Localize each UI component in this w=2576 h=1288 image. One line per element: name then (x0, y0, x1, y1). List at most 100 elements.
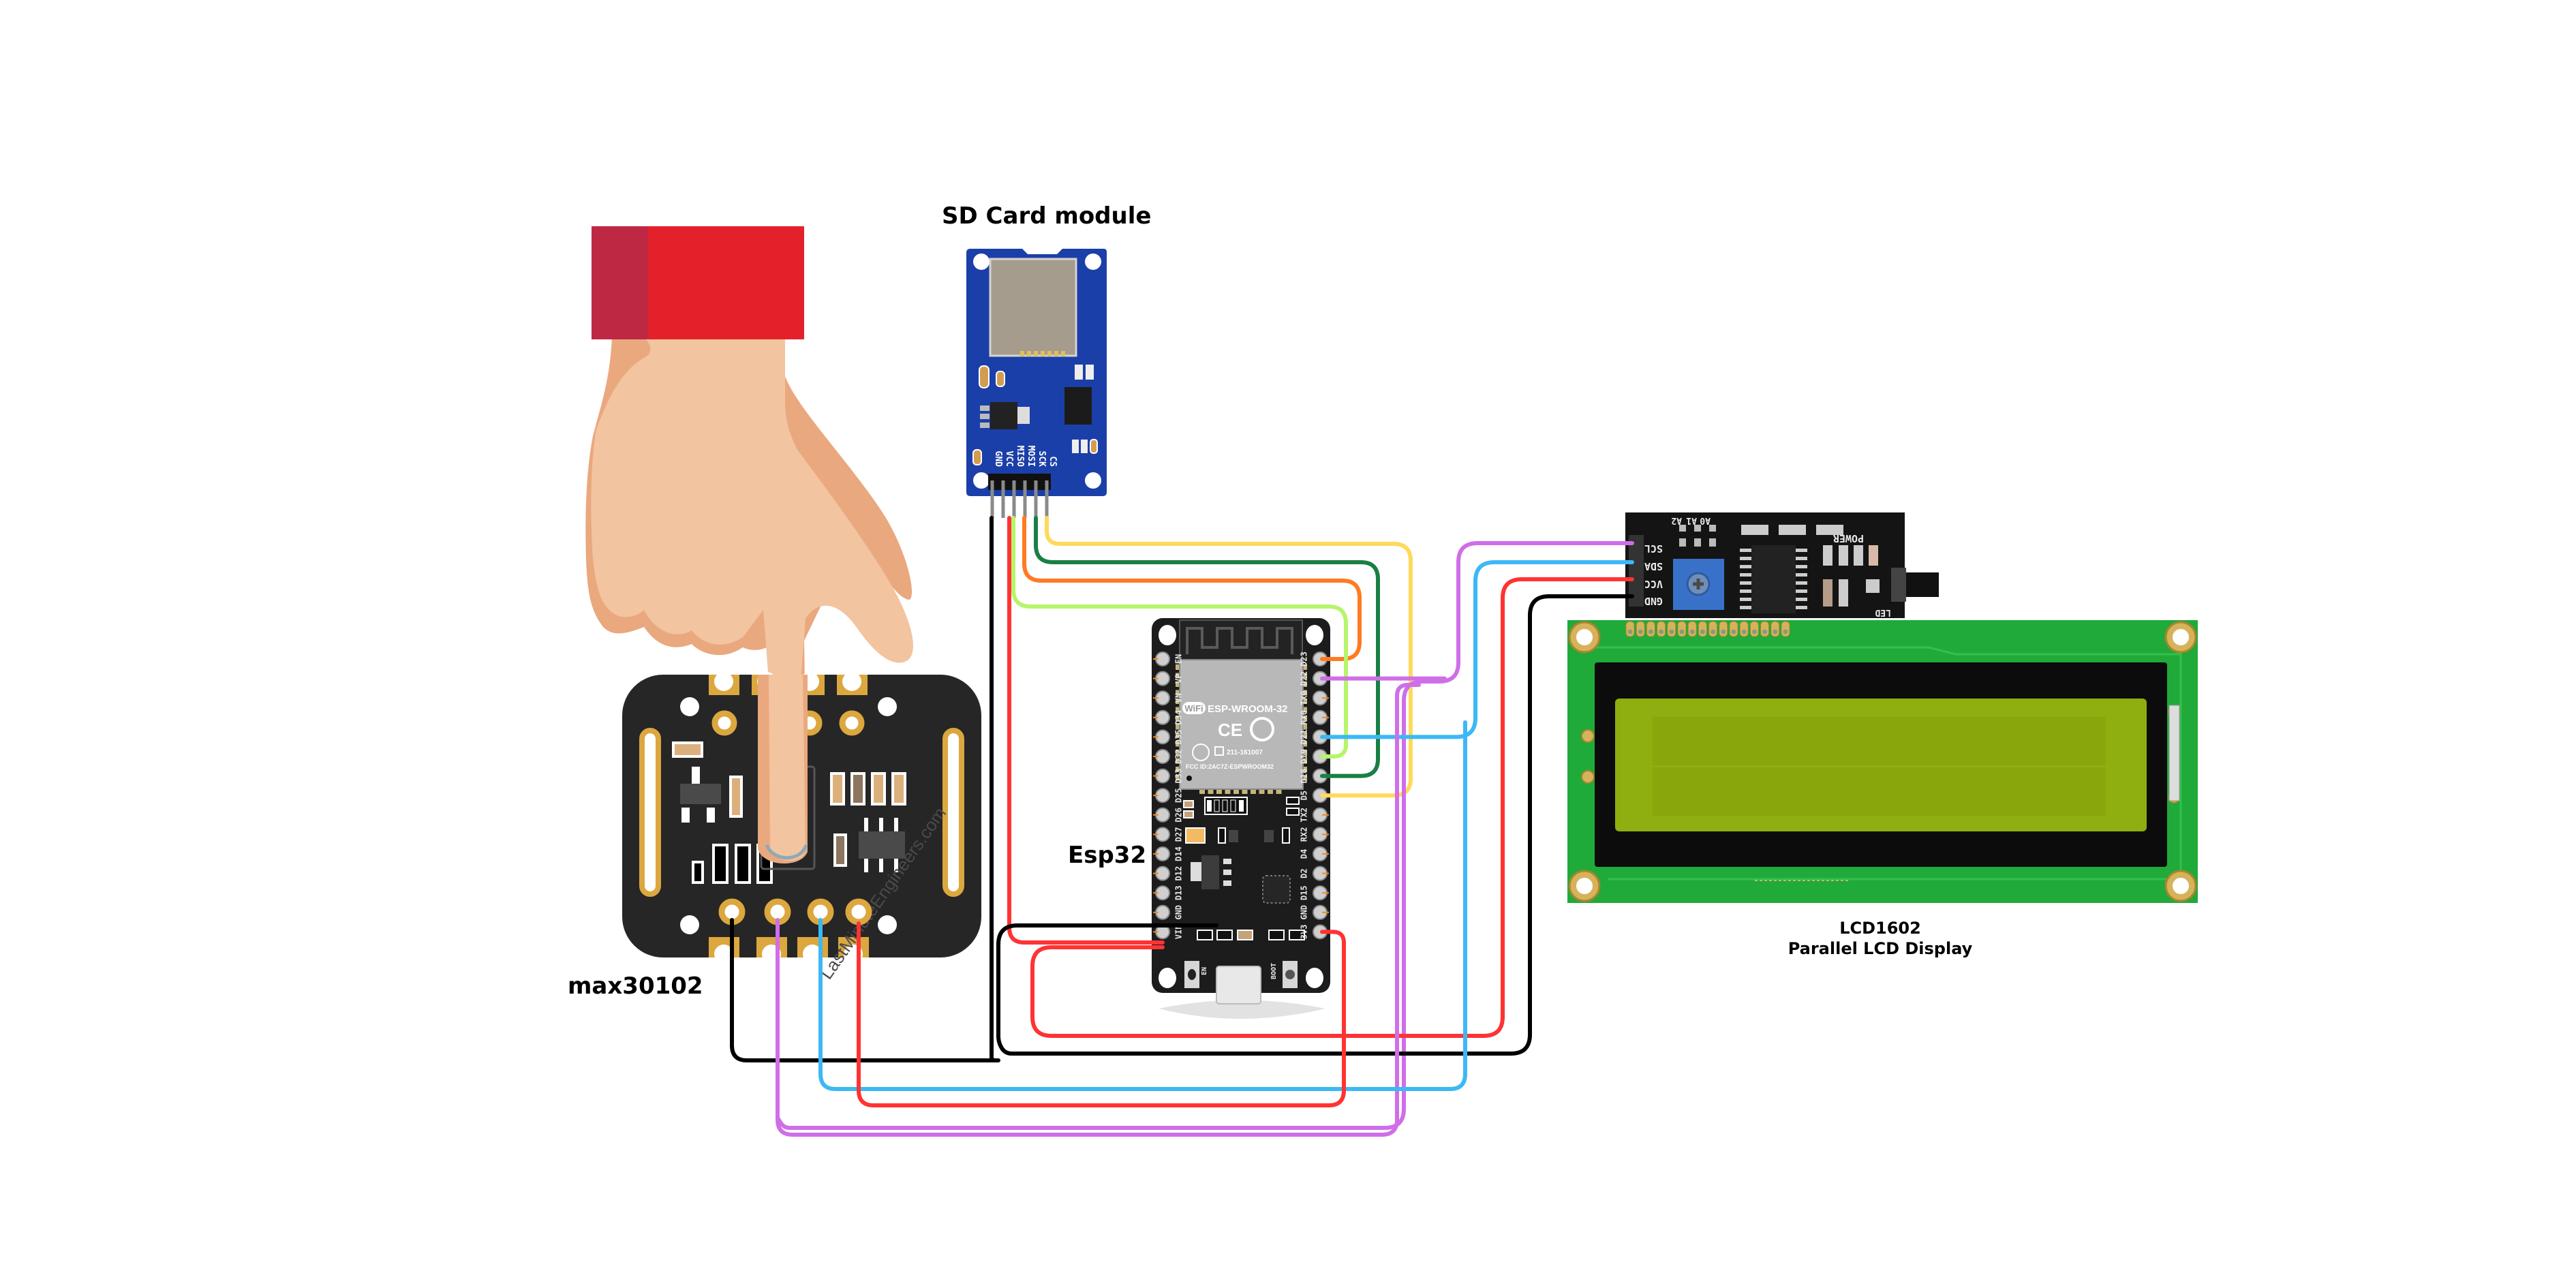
max30102-pin-holes[interactable] (718, 898, 872, 925)
esp32-title: Esp32 (1068, 842, 1146, 869)
pcf8574-chip (1751, 545, 1796, 613)
esp32-shadow (1159, 1000, 1325, 1019)
max30102-pin-vin[interactable] (845, 898, 872, 925)
sleeve-cuff-shade (592, 226, 648, 339)
en-button-label: EN (1201, 967, 1208, 975)
sd-pin-label-mosi: MOSI (1026, 446, 1036, 467)
i2c-pin-gnd-label: GND (1644, 595, 1663, 607)
cert-id: 211-161007 (1227, 749, 1263, 756)
esp32-pin-label: D15 (1300, 885, 1309, 900)
wifi-badge: WiFi (1184, 703, 1203, 714)
esp32-boot-button[interactable]: BOOT (1270, 961, 1298, 988)
esp32-pin-label: GND (1174, 905, 1184, 920)
esp32-mount-holes (1159, 625, 1323, 988)
lcd-header-pads (1625, 621, 1790, 637)
led-label: LED (1875, 607, 1891, 617)
esp32-left-header: ENVPVND34D35D32D33D25D26D27D14D12D13GNDV… (1153, 651, 1184, 940)
index-finger (758, 675, 808, 864)
max30102-mount-holes (680, 697, 897, 934)
esp32-pin-label: D14 (1174, 846, 1184, 861)
fcc-id: FCC ID:2AC7Z-ESPWROOM32 (1186, 763, 1274, 770)
esp32-pin-label: RX0 (1300, 710, 1309, 725)
i2c-backpack[interactable]: SCL SDA VCC GND A2 A1 A0 POWER LED (1625, 512, 1939, 618)
i2c-pin-sda-label: SDA (1644, 560, 1663, 572)
i2c-header (1629, 535, 1644, 607)
backlight-jumper[interactable] (1891, 568, 1939, 602)
esp32-pin-label: RX2 (1300, 827, 1309, 842)
svg-text:A0: A0 (1700, 515, 1711, 525)
sleeve-cuff (648, 226, 804, 339)
sd-pin-label-gnd: GND (993, 451, 1003, 467)
max30102-slot-right (942, 728, 964, 897)
boot-button-label: BOOT (1270, 963, 1278, 979)
wire-lcd-vcc-to-vin-bus[interactable] (1030, 577, 1634, 1038)
antenna-trace (1186, 627, 1293, 654)
esp32-pin-label: D33 (1174, 769, 1184, 784)
wire-max-scl-to-esp32-d22[interactable] (776, 683, 1421, 1137)
esp32-pin-label: D21 (1300, 730, 1309, 745)
wire-max-gnd-to-gnd-bus[interactable] (730, 918, 997, 1062)
esp32-pin-label: D5 (1300, 791, 1309, 800)
espressif-logo-icon (1250, 717, 1274, 741)
hand-illustration (585, 226, 913, 869)
module-name: ESP-WROOM-32 (1208, 703, 1288, 715)
micro-usb-port[interactable] (1216, 966, 1261, 1005)
wire-max-vin-to-esp32-3v3[interactable] (857, 921, 1346, 1107)
esp32-en-button[interactable]: EN (1184, 961, 1208, 988)
esp32-right-header: D23D22TX0RX0D21D19D18D5TX2RX2D4D2D15GND3… (1300, 651, 1329, 940)
esp32-pin-label: D18 (1300, 769, 1309, 784)
esp32-pin-label: TX2 (1300, 808, 1309, 823)
hand-skin (591, 337, 913, 863)
lcd-title: LCD1602 (1839, 919, 1921, 938)
esp32-pin-label: D19 (1300, 749, 1309, 764)
max30102-title: max30102 (568, 972, 703, 1000)
esp32-pin-label: VIN (1174, 925, 1184, 940)
esp32-pin-label: D13 (1174, 885, 1184, 900)
i2c-pin-scl-label: SCL (1644, 542, 1663, 555)
sd-components (972, 365, 1098, 465)
esp32-pin-label: D4 (1300, 849, 1309, 859)
address-jumpers: A2 A1 A0 (1671, 515, 1716, 547)
svg-text:A1: A1 (1686, 515, 1697, 525)
esp32-pin-label: D32 (1174, 749, 1184, 764)
sd-card-slot[interactable] (989, 258, 1077, 357)
wire-sd-mosi-to-esp32-d23[interactable] (1022, 516, 1362, 661)
ce-mark: CE (1218, 720, 1242, 740)
sd-pin-label-vcc: VCC (1004, 451, 1014, 467)
esp32-pin-label: D22 (1300, 671, 1309, 686)
sd-card-title: SD Card module (942, 202, 1151, 230)
sd-pin-label-miso: MISO (1015, 446, 1025, 467)
esp32-pin-label: GND (1300, 905, 1309, 920)
wire-sd-miso-to-esp32-d19[interactable] (1011, 516, 1348, 758)
wire-lcd-gnd-to-gnd-bus[interactable] (996, 594, 1634, 1056)
wire-max-sda-to-esp32-d21[interactable] (818, 720, 1467, 1091)
sd-pin-label-cs: CS (1047, 456, 1058, 467)
esp32-pin-label: VN (1174, 693, 1184, 703)
esp32-pin-label: EN (1174, 654, 1184, 664)
esp32-pin-label: D2 (1300, 868, 1309, 878)
esp32-pin-label: 3V3 (1300, 925, 1309, 940)
esp32-pin-label: D23 (1300, 651, 1309, 666)
wire-sd-sck-to-esp32-d18[interactable] (1034, 516, 1380, 778)
esp32-pin-label: D25 (1174, 788, 1184, 803)
power-label: POWER (1833, 532, 1864, 545)
lcd1602-display[interactable] (1567, 620, 2198, 903)
esp32-pin-label: VP (1174, 673, 1184, 683)
sd-header-pins (990, 480, 1049, 518)
sd-mount-holes (973, 254, 1101, 489)
esp-wroom-32-module: WiFi ESP-WROOM-32 CE 211-161007 FCC ID:2… (1176, 659, 1307, 794)
esp32-pin-label: D12 (1174, 866, 1184, 881)
esp32-pin-label: D27 (1174, 827, 1184, 842)
sd-pin-label-sck: SCK (1037, 451, 1047, 467)
wires (730, 516, 1634, 1137)
svg-text:A2: A2 (1671, 515, 1682, 525)
esp32-pin-label: D34 (1174, 710, 1184, 725)
esp32-components (1183, 797, 1305, 940)
esp32-board[interactable]: WiFi ESP-WROOM-32 CE 211-161007 FCC ID:2… (1152, 618, 1330, 1019)
i2c-pin-vcc-label: VCC (1644, 578, 1663, 590)
sd-header (988, 474, 1051, 490)
esp32-pin-label: D26 (1174, 808, 1184, 823)
